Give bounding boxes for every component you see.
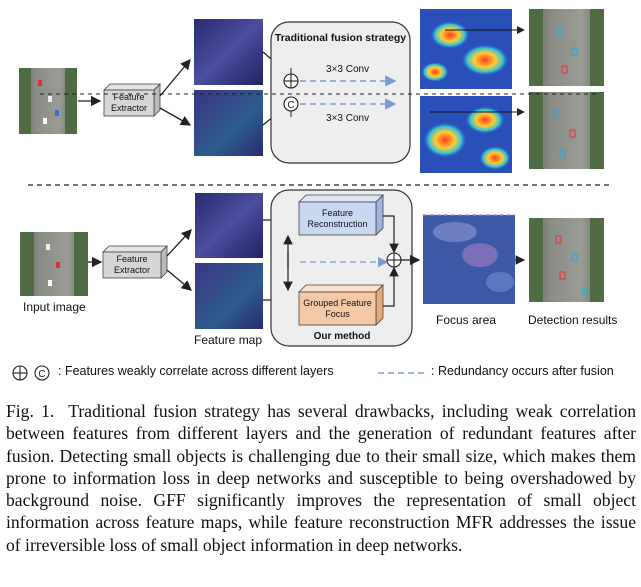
bottom-feature-map-2 — [195, 263, 263, 329]
legend-concat-icon: C — [34, 365, 50, 381]
caption-fig-label: Fig. 1. — [6, 401, 55, 421]
conv-upper-label: 3×3 Conv — [326, 64, 370, 75]
caption-text: Traditional fusion strategy has several … — [6, 401, 636, 555]
arrow-extractor-to-fmap1-top — [159, 59, 191, 97]
top-heatmap-1 — [420, 9, 512, 89]
top-detection-result-1 — [529, 9, 604, 86]
legend-dash-text: : Redundancy occurs after fusion — [431, 364, 614, 378]
top-input-image — [19, 68, 77, 134]
focus-area-label: Focus area — [436, 313, 497, 327]
bottom-feature-extractor — [102, 245, 168, 279]
grouped-focus-label: Grouped Feature Focus — [303, 298, 372, 319]
traditional-fusion-box — [270, 21, 411, 164]
method-add-operator-icon — [386, 252, 402, 268]
top-detection-result-2 — [529, 92, 604, 169]
arrow-extractor-to-fmap1-bottom — [166, 229, 192, 257]
top-feature-map-2 — [194, 90, 263, 156]
traditional-fusion-title: Traditional fusion strategy — [274, 32, 407, 44]
legend-add-icon — [12, 365, 28, 381]
arrow-extractor-to-fmap2-top — [159, 107, 192, 126]
top-heatmap-2 — [420, 96, 512, 173]
top-feature-map-1 — [194, 19, 263, 85]
bottom-input-image — [20, 232, 88, 296]
focus-area-heatmap — [423, 214, 515, 304]
bottom-detection-result — [529, 218, 604, 302]
reconstruction-label: Feature Reconstruction — [307, 208, 368, 229]
arrow-grouped-to-add — [383, 266, 399, 307]
concat-operator-icon: C — [283, 96, 299, 112]
our-method-label: Our method — [313, 331, 371, 342]
diagram-svg: C — [12, 9, 612, 381]
detection-results-label: Detection results — [528, 313, 618, 327]
input-image-label: Input image — [23, 300, 86, 314]
svg-text:C: C — [38, 369, 45, 380]
figure-caption: Fig. 1.Traditional fusion strategy has s… — [6, 400, 636, 556]
top-extractor-label: Feature Extractor — [110, 92, 147, 113]
add-operator-icon — [283, 73, 299, 89]
feature-reconstruction-block — [298, 194, 384, 236]
arrow-reconstruction-to-add — [383, 215, 399, 254]
conv-lower-label: 3×3 Conv — [326, 113, 370, 124]
svg-text:C: C — [287, 100, 294, 111]
legend-symbols-text: : Features weakly correlate across diffe… — [58, 364, 334, 378]
bottom-feature-map-1 — [195, 193, 263, 258]
arrow-extractor-to-fmap2-bottom — [166, 269, 192, 291]
grouped-feature-focus-block — [298, 284, 384, 326]
feature-map-label: Feature map — [194, 333, 263, 347]
bottom-extractor-label: Feature Extractor — [113, 254, 150, 275]
